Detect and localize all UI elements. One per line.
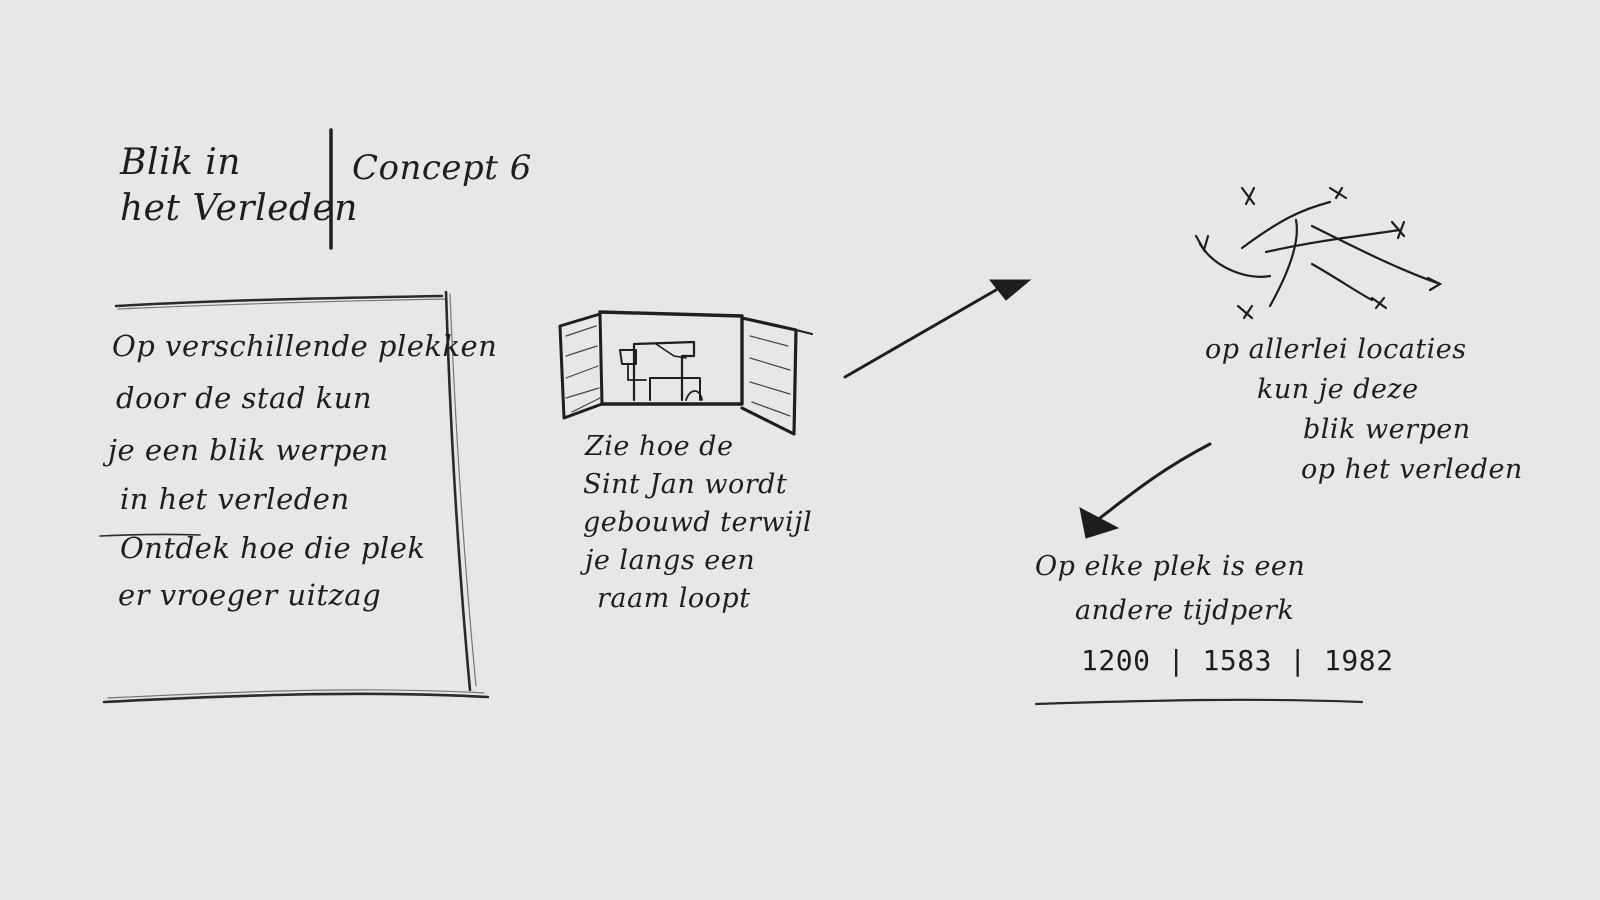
title-line: het Verleden	[120, 188, 358, 229]
locations-line: op allerlei locaties	[1205, 334, 1467, 365]
era-years: 1200 | 1583 | 1982	[1081, 644, 1394, 677]
sketch-title: Blik in het Verleden	[120, 140, 358, 232]
location-map-icon	[1194, 186, 1443, 320]
locations-line: op het verleden	[1301, 454, 1523, 485]
window-sketch-icon	[558, 310, 813, 436]
era-text: Op elke plek is een andere tijdperk 1200…	[1035, 545, 1393, 683]
caption-line: je langs een	[585, 545, 756, 576]
intro-line: Op verschillende plekken	[112, 329, 498, 363]
locations-text: op allerlei locaties kun je deze blik we…	[1205, 330, 1523, 490]
intro-text: Op verschillende plekken door de stad ku…	[108, 320, 498, 616]
caption-line: Zie hoe de	[585, 431, 734, 462]
locations-line: kun je deze	[1257, 374, 1419, 405]
intro-line: in het verleden	[120, 482, 350, 516]
caption-line: Sint Jan wordt	[583, 469, 788, 500]
era-line: Op elke plek is een	[1035, 551, 1306, 582]
arrow-to-eras	[1079, 442, 1212, 539]
arrow-to-locations	[843, 279, 1032, 379]
concept-label: Concept 6	[352, 148, 532, 188]
intro-line: je een blik werpen	[108, 433, 389, 467]
locations-line: blik werpen	[1303, 414, 1471, 445]
era-line: andere tijdperk	[1075, 595, 1295, 626]
intro-line: er vroeger uitzag	[118, 578, 382, 612]
window-caption: Zie hoe de Sint Jan wordt gebouwd terwij…	[583, 428, 812, 618]
caption-line: gebouwd terwijl	[583, 507, 813, 538]
title-line: Blik in	[120, 142, 241, 183]
intro-line: door de stad kun	[116, 381, 373, 415]
intro-line: Ontdek hoe die plek	[120, 531, 426, 565]
eras-underline	[1034, 698, 1364, 706]
caption-line: raam loopt	[597, 583, 751, 614]
intro-box	[99, 290, 490, 704]
